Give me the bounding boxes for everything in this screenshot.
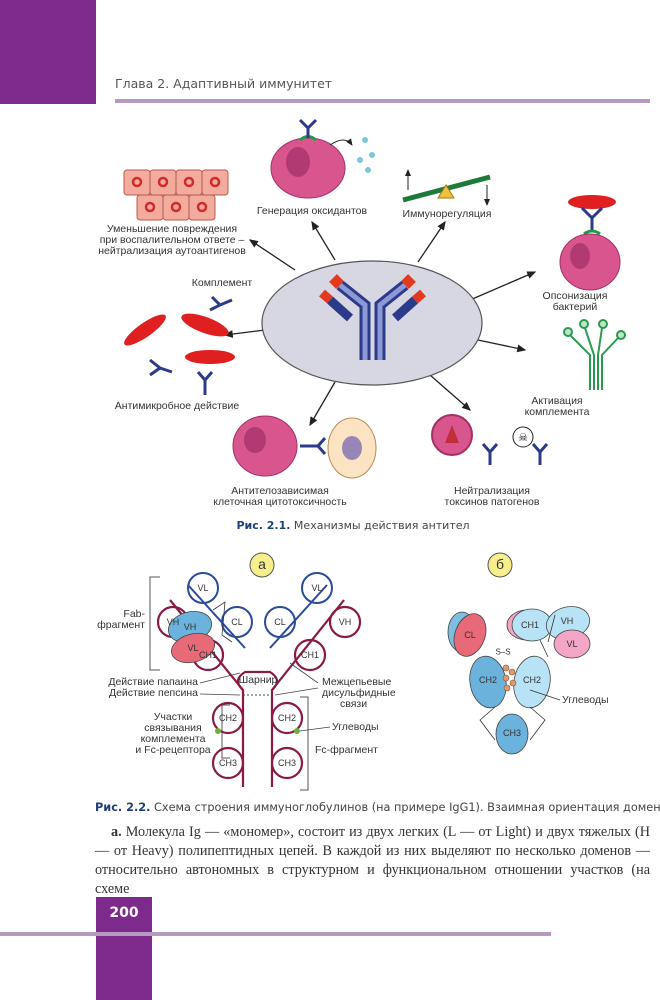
label-carbs-b: Углеводы [562, 694, 609, 706]
virus-icon: ☠ [431, 414, 549, 465]
domain-ch2-left: CH2 [218, 713, 238, 723]
caption-label: Рис. 2.1. [236, 519, 291, 532]
label-complement-activation-2: комплемента [524, 406, 590, 418]
label-papain: Действие папаина [108, 676, 198, 688]
b-domain-vh-left: VH [183, 622, 197, 632]
b-domain-ch2-right: CH2 [522, 675, 542, 685]
label-immunoregulation: Иммунорегуляция [402, 208, 492, 220]
label-complement-activation-1: Активация [531, 395, 583, 407]
domain-cl-right: CL [274, 617, 286, 627]
label-pepsin: Действие пепсина [108, 687, 198, 699]
paragraph-lead: а. [111, 824, 122, 840]
label-adcc-1: Антителозависимая [231, 485, 329, 497]
footer-rule [0, 932, 551, 936]
label-damage-1: Уменьшение повреждения [106, 223, 238, 235]
label-damage-2: при воспалительном ответе – [99, 234, 245, 246]
label-binding-2: связывания [144, 722, 202, 734]
page-number: 200 [109, 905, 139, 921]
caption-label: Рис. 2.2. [95, 801, 151, 814]
label-binding-4: и Fc-рецептора [135, 744, 211, 756]
epithelial-cells-icon [123, 169, 229, 221]
figure-2-2-caption: Рис. 2.2. Схема строения иммуноглобулино… [95, 801, 660, 814]
domain-ch1-left: CH1 [198, 650, 218, 660]
caption-text: Механизмы действия антител [290, 519, 470, 532]
running-header: Глава 2. Адаптивный иммунитет [115, 76, 333, 91]
arrows [223, 220, 537, 427]
domain-vh-right: VH [338, 617, 352, 627]
panel-a-label: а [258, 556, 266, 572]
domain-ch1-right: CH1 [300, 650, 320, 660]
paragraph-text: Молекула Ig — «мономер», состоит из двух… [95, 824, 650, 897]
b-domain-ch3: CH3 [502, 728, 522, 738]
label-disulfide-3: связи [340, 698, 368, 710]
label-antimicrobial: Антимикробное действие [114, 400, 240, 412]
opsonization-icon [559, 195, 621, 291]
b-disulfide: S–S [495, 647, 511, 657]
label-disulfide-2: дисульфидные [322, 687, 396, 699]
domain-ch3-left: CH3 [218, 758, 238, 768]
phagocyte-cell-icon [270, 118, 375, 199]
label-damage-3: нейтрализация аутоантигенов [98, 245, 246, 257]
b-domain-vl-right: VL [566, 639, 578, 649]
domain-ch2-right: CH2 [277, 713, 297, 723]
figure-2-1-illustration: ☠ [123, 118, 626, 479]
label-hinge: Шарнир [238, 674, 278, 686]
adcc-cells-icon [232, 415, 377, 479]
label-opsonization-1: Опсонизация [542, 290, 608, 302]
label-oxidants: Генерация оксидантов [256, 205, 368, 217]
caption-text: Схема строения иммуноглобулинов (на прим… [150, 801, 660, 814]
corner-block-top [0, 0, 96, 104]
label-binding-1: Участки [153, 711, 193, 723]
b-domain-vl-left: VL [187, 643, 199, 653]
body-paragraph: а. Молекула Ig — «мономер», состоит из д… [95, 823, 650, 899]
label-neutralization-2: токсинов патогенов [444, 496, 540, 508]
b-domain-vh-right: VH [560, 616, 574, 626]
domain-vl-right: VL [311, 583, 323, 593]
label-adcc-2: клеточная цитотоксичность [213, 496, 347, 508]
bacteria-icon [124, 313, 235, 364]
label-fab-2: фрагмент [97, 619, 145, 631]
panel-b-label: б [495, 556, 505, 572]
label-neutralization-1: Нейтрализация [454, 485, 530, 497]
domain-cl-left: CL [231, 617, 243, 627]
domain-ch3-right: CH3 [277, 758, 297, 768]
figure-2-2-illustration [149, 552, 591, 791]
small-antibodies-icon [149, 295, 233, 395]
seesaw-icon [402, 169, 491, 206]
label-disulfide-1: Межцепьевые [322, 676, 392, 688]
page-number-block [96, 897, 152, 1000]
label-fc: Fc-фрагмент [315, 744, 378, 756]
label-opsonization-2: бактерий [552, 301, 598, 313]
domain-vl-left: VL [197, 583, 209, 593]
label-complement: Комплемент [191, 277, 253, 289]
figure-2-1-caption: Рис. 2.1. Механизмы действия антител [236, 519, 469, 532]
b-domain-ch1: CH1 [520, 620, 540, 630]
central-ellipse [261, 260, 483, 386]
label-carbs-a: Углеводы [332, 721, 379, 733]
label-fab-1: Fab- [123, 608, 145, 620]
antibody-icon [319, 274, 426, 360]
b-domain-cl: CL [464, 630, 476, 640]
domain-vh-left: VH [166, 617, 180, 627]
label-binding-3: комплемента [140, 733, 206, 745]
header-rule [115, 99, 650, 103]
svg-text:☠: ☠ [518, 431, 528, 444]
b-domain-ch2-left: CH2 [478, 675, 498, 685]
complement-stalk-icon [563, 319, 626, 390]
